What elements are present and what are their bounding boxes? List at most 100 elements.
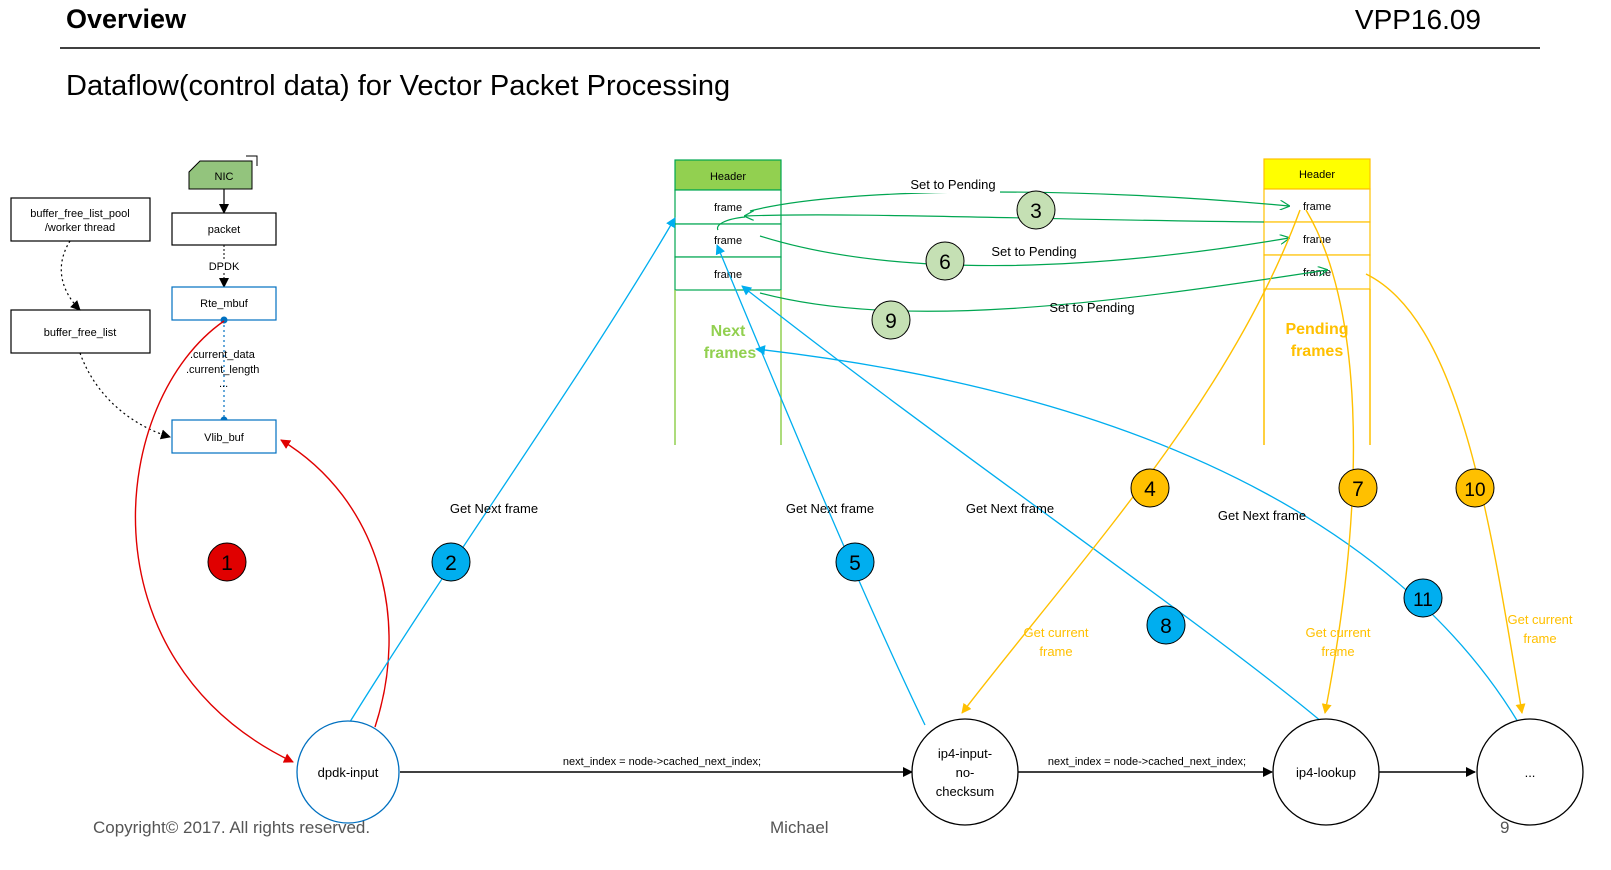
get-next-arrow-11 bbox=[755, 345, 1519, 723]
version-label: VPP16.09 bbox=[1354, 4, 1481, 35]
node-ip4-input-label-2: no- bbox=[956, 765, 975, 780]
node-more: ... bbox=[1476, 718, 1584, 826]
get-current-label-10b: frame bbox=[1523, 631, 1556, 646]
rte-mbuf-label: Rte_mbuf bbox=[200, 298, 249, 310]
step-3-label: 3 bbox=[1030, 200, 1042, 223]
node-ip4-lookup: ip4-lookup bbox=[1272, 718, 1380, 826]
get-current-arrow-7 bbox=[1305, 209, 1355, 714]
get-next-label-2: Get Next frame bbox=[450, 501, 538, 516]
dpdk-label-bg bbox=[205, 259, 241, 273]
step-7-badge: 7 bbox=[1338, 468, 1378, 508]
rte-mbuf-box: Rte_mbuf bbox=[171, 286, 277, 321]
next-frames-label-2: frames bbox=[704, 345, 757, 362]
get-current-label-7a: Get current bbox=[1305, 625, 1370, 640]
set-pending-label-6: Set to Pending bbox=[991, 244, 1076, 259]
packet-box: packet bbox=[171, 212, 277, 246]
step-6-badge: 6 bbox=[925, 241, 965, 281]
step-11-badge: 11 bbox=[1403, 578, 1443, 618]
get-current-label-4a: Get current bbox=[1023, 625, 1088, 640]
step-9-label: 9 bbox=[885, 310, 897, 333]
slide-title: Overview bbox=[66, 4, 187, 34]
set-pending-label-9: Set to Pending bbox=[1049, 300, 1134, 315]
buffer-pool-label-2: /worker thread bbox=[45, 222, 115, 234]
footer-page-number: 9 bbox=[1500, 818, 1510, 837]
buffer-pool-box: buffer_free_list_pool /worker thread bbox=[10, 197, 151, 242]
dpdk-input-to-vlib-buf-arrow bbox=[280, 439, 390, 728]
step-8-badge: 8 bbox=[1146, 605, 1186, 645]
next-frame-2: frame bbox=[714, 235, 742, 247]
get-current-arrow-10 bbox=[1365, 273, 1526, 714]
node-ip4-input-label-1: ip4-input- bbox=[938, 746, 992, 761]
next-frames-label-1: Next bbox=[711, 323, 746, 340]
node-dpdk-input-label: dpdk-input bbox=[318, 765, 379, 780]
get-current-arrow-4 bbox=[961, 209, 1301, 714]
step-9-badge: 9 bbox=[871, 300, 911, 340]
set-pending-label-3: Set to Pending bbox=[910, 177, 995, 192]
next-frames-block: Header frame frame frame Next frames bbox=[674, 159, 782, 445]
node-more-label: ... bbox=[1525, 765, 1536, 780]
get-current-label-7b: frame bbox=[1321, 644, 1354, 659]
step-2-label: 2 bbox=[445, 552, 457, 575]
pool-to-free-list-arrow bbox=[60, 240, 81, 311]
set-pending-arrow-6 bbox=[759, 236, 1289, 267]
dpdk-label: DPDK bbox=[209, 261, 240, 273]
get-next-arrow-2 bbox=[347, 217, 676, 726]
step-5-label: 5 bbox=[849, 552, 861, 575]
nic-label: NIC bbox=[215, 171, 234, 183]
slide-subtitle: Dataflow(control data) for Vector Packet… bbox=[66, 70, 731, 102]
get-next-label-5: Get Next frame bbox=[786, 501, 874, 516]
get-next-label-11: Get Next frame bbox=[1218, 508, 1306, 523]
get-current-label-4b: frame bbox=[1039, 644, 1072, 659]
step-4-badge: 4 bbox=[1130, 468, 1170, 508]
header-divider bbox=[60, 47, 1540, 49]
next-frame-3: frame bbox=[714, 269, 742, 281]
vlib-buf-box: Vlib_buf bbox=[171, 419, 277, 454]
pending-frames-block: Header frame frame frame Pending frames bbox=[1263, 158, 1371, 445]
get-current-label-10a: Get current bbox=[1507, 612, 1572, 627]
footer-author: Michael bbox=[770, 818, 829, 837]
step-1-badge: 1 bbox=[207, 542, 247, 582]
pending-frames-label-2: frames bbox=[1291, 343, 1344, 360]
step-2-badge: 2 bbox=[431, 542, 471, 582]
buffer-free-list-label: buffer_free_list bbox=[44, 327, 117, 339]
step-10-label: 10 bbox=[1464, 480, 1485, 501]
pending-frame-1: frame bbox=[1303, 201, 1331, 213]
vlib-buf-label: Vlib_buf bbox=[204, 432, 245, 444]
set-pending-3-bg bbox=[906, 178, 1000, 193]
step-4-label: 4 bbox=[1144, 478, 1156, 501]
step-5-badge: 5 bbox=[835, 542, 875, 582]
packet-label: packet bbox=[208, 224, 240, 236]
step-8-label: 8 bbox=[1160, 615, 1172, 638]
mbuf-field-more: ... bbox=[219, 378, 228, 390]
next-frames-header: Header bbox=[710, 171, 746, 183]
step-3-badge: 3 bbox=[1016, 190, 1056, 230]
mbuf-field-current-data: .current_data bbox=[190, 349, 256, 361]
step-11-label: 11 bbox=[1413, 590, 1433, 611]
next-index-label-1: next_index = node->cached_next_index; bbox=[563, 756, 761, 768]
step-10-badge: 10 bbox=[1455, 468, 1495, 508]
next-index-label-2: next_index = node->cached_next_index; bbox=[1048, 756, 1246, 768]
next-frame-1: frame bbox=[714, 202, 742, 214]
buffer-pool-label-1: buffer_free_list_pool bbox=[30, 208, 129, 220]
pending-frames-label-1: Pending bbox=[1285, 321, 1348, 338]
step-6-label: 6 bbox=[939, 251, 951, 274]
pending-frame-2: frame bbox=[1303, 234, 1331, 246]
mbuf-field-current-length: .current_length bbox=[186, 364, 259, 376]
set-pending-arrow-9 bbox=[759, 270, 1327, 312]
step-7-label: 7 bbox=[1352, 478, 1364, 501]
nic-block: NIC bbox=[188, 155, 258, 190]
buffer-free-list-box: buffer_free_list bbox=[10, 309, 151, 354]
pending-frames-header: Header bbox=[1299, 169, 1335, 181]
pending-return-arrow-3 bbox=[745, 215, 1265, 223]
step-1-label: 1 bbox=[221, 552, 233, 575]
footer-copyright: Copyright© 2017. All rights reserved. bbox=[93, 818, 371, 837]
node-dpdk-input: dpdk-input bbox=[296, 720, 400, 824]
node-ip4-lookup-label: ip4-lookup bbox=[1296, 765, 1356, 780]
get-next-arrow-8 bbox=[741, 285, 1323, 723]
get-next-arrow-5 bbox=[715, 244, 926, 726]
node-ip4-input-no-checksum: ip4-input- no- checksum bbox=[911, 718, 1019, 826]
get-next-label-8: Get Next frame bbox=[966, 501, 1054, 516]
rte-mbuf-to-dpdk-input-arrow bbox=[134, 320, 294, 763]
free-list-to-vlib-arrow bbox=[79, 352, 171, 440]
